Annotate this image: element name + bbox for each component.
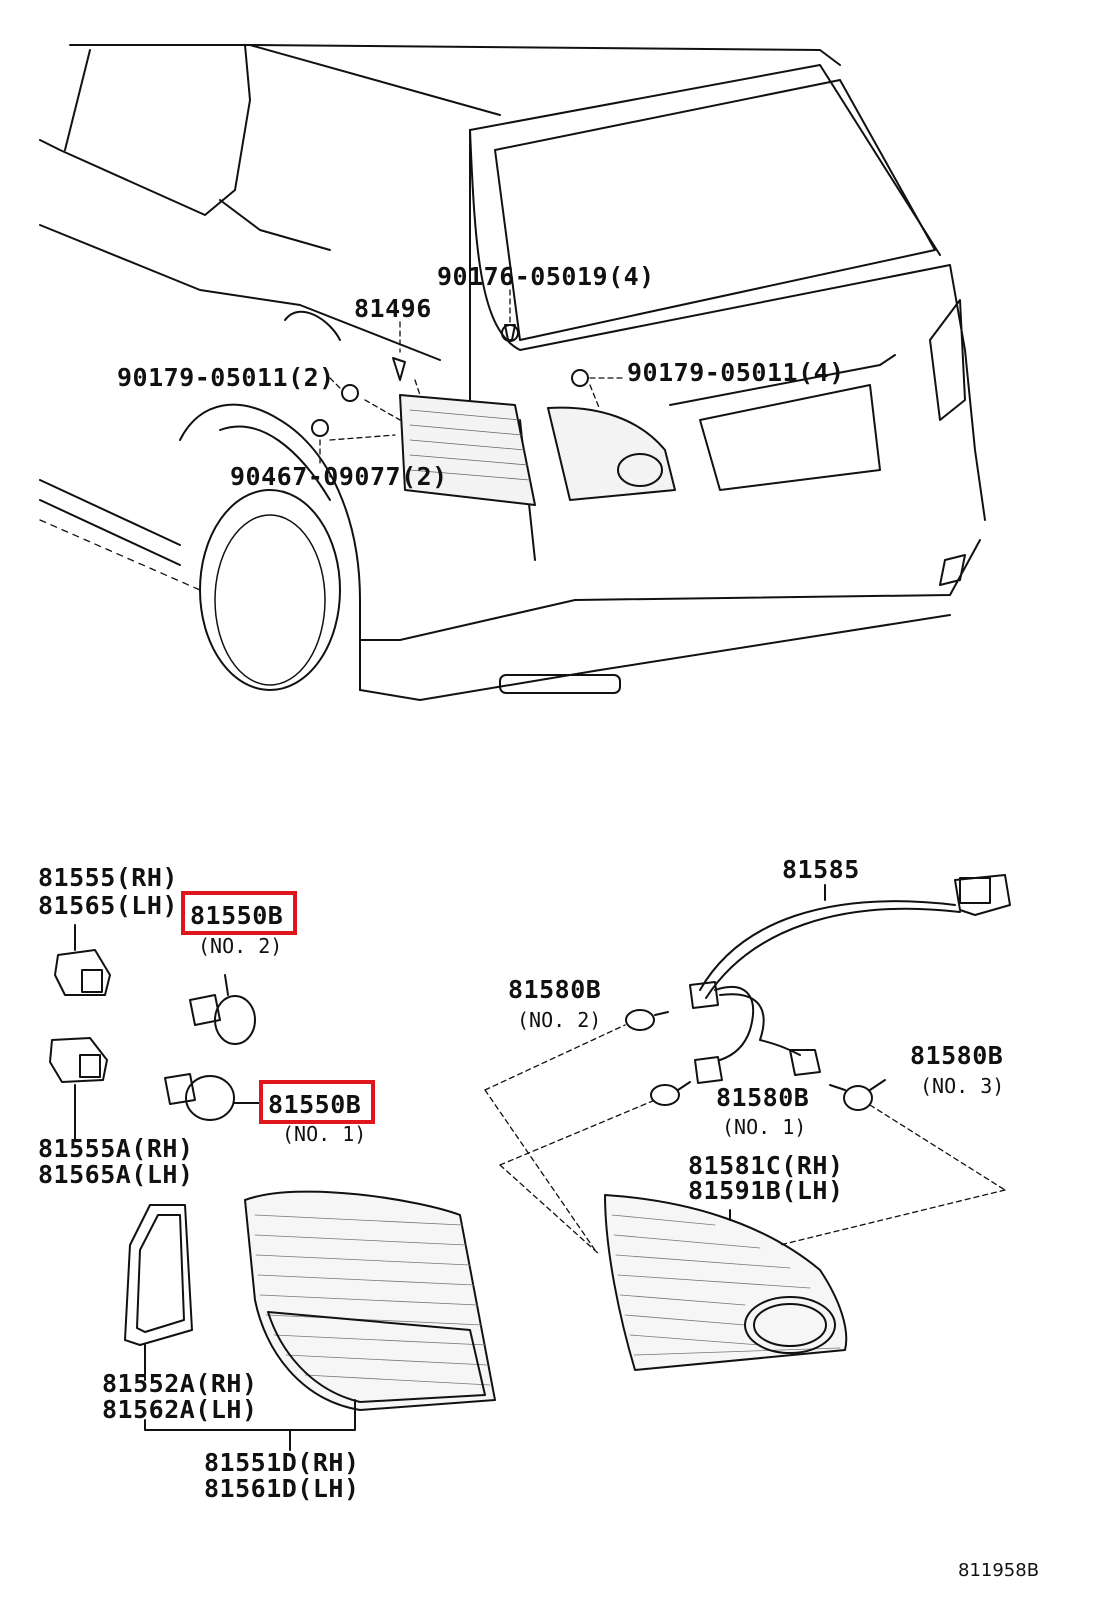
- fastener-icons: [311, 324, 589, 437]
- part-label-harness[interactable]: 81585: [782, 855, 860, 884]
- part-label-90179-right[interactable]: 90179-05011(4): [627, 358, 845, 387]
- vehicle-rear-illustration: [39, 44, 986, 701]
- wedge-bulb-icons: [625, 1009, 886, 1111]
- inner-tail-lamp-on-hatch: [547, 406, 676, 501]
- wire-harness-icon: [689, 874, 1011, 1084]
- bulb-no2-icon: [189, 974, 256, 1045]
- outer-lamp-icon: [144, 1190, 496, 1451]
- highlight-box-bulb-no1: [259, 1080, 375, 1124]
- part-label-socket-top-lh[interactable]: 81565(LH): [38, 891, 178, 920]
- part-label-wbulb-no3[interactable]: 81580B: [910, 1041, 1004, 1070]
- part-label-wbulb-no2[interactable]: 81580B: [508, 975, 602, 1004]
- note-wbulb-no2: (NO. 2): [517, 1008, 602, 1032]
- part-label-gasket-rh[interactable]: 81552A(RH): [102, 1369, 258, 1398]
- part-label-gasket-lh[interactable]: 81562A(LH): [102, 1395, 258, 1424]
- highlight-box-bulb-no2: [181, 891, 297, 935]
- socket-top-icon: [54, 924, 111, 996]
- part-label-inner-rh[interactable]: 81581C(RH): [688, 1151, 844, 1180]
- part-label-bulb-no2[interactable]: 81550B: [190, 901, 284, 930]
- top-leader-lines: [319, 289, 626, 466]
- inner-lamp-icon: [604, 1194, 848, 1371]
- bulb-no1-icon: [164, 1073, 263, 1121]
- note-wbulb-no3: (NO. 3): [920, 1074, 1005, 1098]
- part-label-socket-bot-lh[interactable]: 81565A(LH): [38, 1160, 194, 1189]
- part-label-90179-left[interactable]: 90179-05011(2): [117, 363, 335, 392]
- part-label-lamp-lh[interactable]: 81561D(LH): [204, 1474, 360, 1503]
- part-label-socket-top-rh[interactable]: 81555(RH): [38, 863, 178, 892]
- part-label-wbulb-no1[interactable]: 81580B: [716, 1083, 810, 1112]
- part-label-socket-bot-rh[interactable]: 81555A(RH): [38, 1134, 194, 1163]
- part-label-bulb-no1[interactable]: 81550B: [268, 1090, 362, 1119]
- bottom-dash-lines: [484, 1024, 1006, 1256]
- part-label-90176[interactable]: 90176-05019(4): [437, 262, 655, 291]
- gasket-icon: [124, 1204, 193, 1381]
- outer-tail-lamp-on-body: [399, 394, 536, 506]
- diagram-reference-id: 811958B: [958, 1560, 1040, 1581]
- note-bulb-no2: (NO. 2): [198, 934, 283, 958]
- part-label-90467[interactable]: 90467-09077(2): [230, 462, 448, 491]
- part-label-inner-lh[interactable]: 81591B(LH): [688, 1176, 844, 1205]
- part-label-lamp-rh[interactable]: 81551D(RH): [204, 1448, 360, 1477]
- note-wbulb-no1: (NO. 1): [722, 1115, 807, 1139]
- socket-bottom-icon: [49, 1037, 108, 1141]
- note-bulb-no1: (NO. 1): [282, 1122, 367, 1146]
- part-label-81496[interactable]: 81496: [354, 294, 432, 323]
